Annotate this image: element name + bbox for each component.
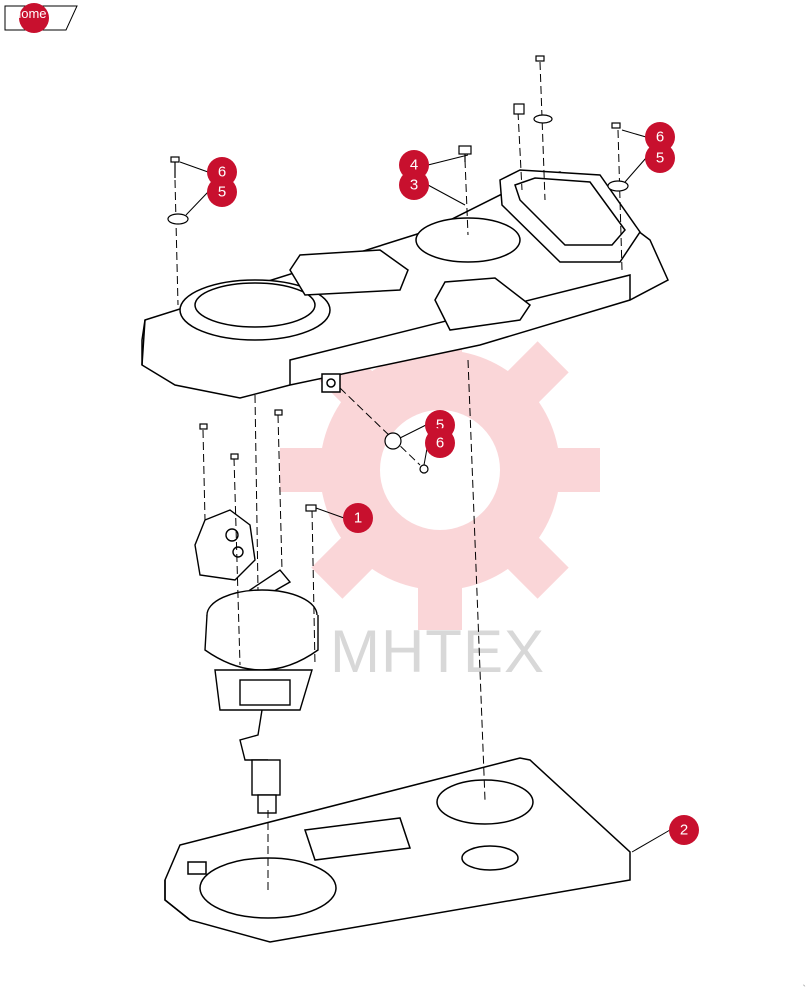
callout-c-5-left[interactable]: 5 bbox=[207, 177, 237, 207]
watermark-gear-tooth bbox=[280, 448, 340, 492]
watermark-gear-tooth bbox=[495, 341, 569, 415]
callout-number: 4 bbox=[410, 157, 418, 174]
base-plate-notch bbox=[187, 861, 207, 875]
base-plate-hole-small bbox=[461, 845, 519, 871]
console-cup-inner-left bbox=[194, 282, 316, 328]
screw-head bbox=[199, 423, 208, 430]
leader-lines bbox=[179, 129, 671, 853]
washer bbox=[533, 114, 553, 124]
callout-c-6-mid[interactable]: 6 bbox=[425, 428, 455, 458]
dash-line bbox=[174, 179, 179, 306]
callout-c-5-right[interactable]: 5 bbox=[645, 143, 675, 173]
nut bbox=[513, 103, 525, 115]
assembly-lines bbox=[174, 61, 623, 890]
dash-line bbox=[311, 509, 316, 666]
dash-line bbox=[233, 457, 241, 666]
callout-badge bbox=[399, 170, 429, 200]
dash-line bbox=[339, 387, 421, 466]
screw-head bbox=[611, 122, 621, 129]
corner-mark: ` bbox=[802, 984, 806, 996]
leader-line bbox=[185, 191, 209, 216]
callout-badge bbox=[645, 122, 675, 152]
watermark-text: МНТЕХ bbox=[330, 618, 545, 685]
dash-line bbox=[539, 61, 546, 201]
joystick-connector-plug bbox=[257, 794, 277, 814]
dash-line bbox=[517, 111, 523, 191]
leader-line bbox=[427, 154, 469, 166]
callout-number: 5 bbox=[656, 150, 664, 167]
callout-c-1[interactable]: 1 bbox=[343, 503, 373, 533]
watermark-gear-tooth bbox=[311, 525, 385, 599]
bolt-head bbox=[458, 145, 472, 155]
watermark-gear-hole bbox=[380, 410, 500, 530]
joystick-wire bbox=[239, 709, 268, 761]
callout-badge bbox=[343, 503, 373, 533]
joystick-assembly bbox=[194, 509, 319, 814]
screw-mid bbox=[419, 464, 429, 474]
callout-number: 6 bbox=[218, 164, 226, 181]
callout-number: 3 bbox=[410, 177, 418, 194]
leader-line bbox=[427, 184, 466, 206]
watermark-gear-ring bbox=[320, 350, 560, 590]
leader-line bbox=[315, 507, 345, 519]
joystick-handle-grip bbox=[194, 509, 256, 581]
home-badge bbox=[19, 3, 49, 33]
callout-c-3-top[interactable]: 3 bbox=[399, 170, 429, 200]
joystick-button bbox=[232, 546, 244, 558]
watermark-gear-tooth bbox=[540, 448, 600, 492]
dash-line bbox=[464, 159, 469, 236]
dash-line bbox=[202, 429, 206, 521]
watermark-logo bbox=[280, 310, 600, 630]
base-plate-label-area bbox=[303, 817, 412, 861]
watermark-gear-tooth bbox=[495, 525, 569, 599]
console-cup-opening-center bbox=[415, 217, 521, 263]
console-edge bbox=[141, 319, 146, 365]
callout-number: 2 bbox=[680, 822, 688, 839]
callout-badge bbox=[207, 177, 237, 207]
console-tray-inner bbox=[514, 177, 626, 246]
leader-line bbox=[179, 161, 209, 173]
leader-line bbox=[624, 157, 647, 183]
joystick-connector bbox=[251, 759, 281, 796]
base-plate bbox=[164, 757, 631, 943]
fasteners bbox=[167, 55, 629, 512]
callout-c-6-right[interactable]: 6 bbox=[645, 122, 675, 152]
callout-number: 5 bbox=[436, 417, 444, 434]
joystick-bellows-body bbox=[204, 614, 319, 671]
upper-console-housing bbox=[141, 169, 669, 399]
joystick-sensor-block bbox=[239, 679, 291, 706]
screw-head bbox=[170, 156, 180, 163]
base-plate-hole-right bbox=[436, 779, 534, 825]
console-slot-center bbox=[289, 249, 409, 296]
dash-line bbox=[467, 359, 486, 801]
leader-line bbox=[399, 424, 427, 439]
screw-head bbox=[230, 453, 239, 460]
callout-number: 1 bbox=[354, 510, 362, 527]
callout-badge bbox=[669, 815, 699, 845]
dash-line bbox=[277, 414, 283, 571]
callout-number: 6 bbox=[656, 129, 664, 146]
washer-mid bbox=[384, 432, 402, 450]
callout-number: 5 bbox=[218, 184, 226, 201]
screw-head bbox=[535, 55, 545, 62]
joystick-button bbox=[225, 528, 239, 542]
console-slot-front bbox=[434, 277, 532, 331]
leader-line bbox=[631, 829, 671, 853]
base-plate-edge bbox=[164, 880, 191, 921]
watermark-gear-tooth bbox=[418, 570, 462, 630]
washer bbox=[607, 180, 629, 192]
callout-badge bbox=[645, 143, 675, 173]
screw-head bbox=[305, 504, 317, 512]
callout-c-2[interactable]: 2 bbox=[669, 815, 699, 845]
screw-head bbox=[274, 409, 283, 416]
console-boss-hole bbox=[326, 378, 336, 388]
callout-badge bbox=[425, 428, 455, 458]
washer bbox=[167, 213, 189, 225]
callout-number: 6 bbox=[436, 435, 444, 452]
leader-line bbox=[621, 129, 647, 138]
dash-line bbox=[254, 394, 259, 591]
